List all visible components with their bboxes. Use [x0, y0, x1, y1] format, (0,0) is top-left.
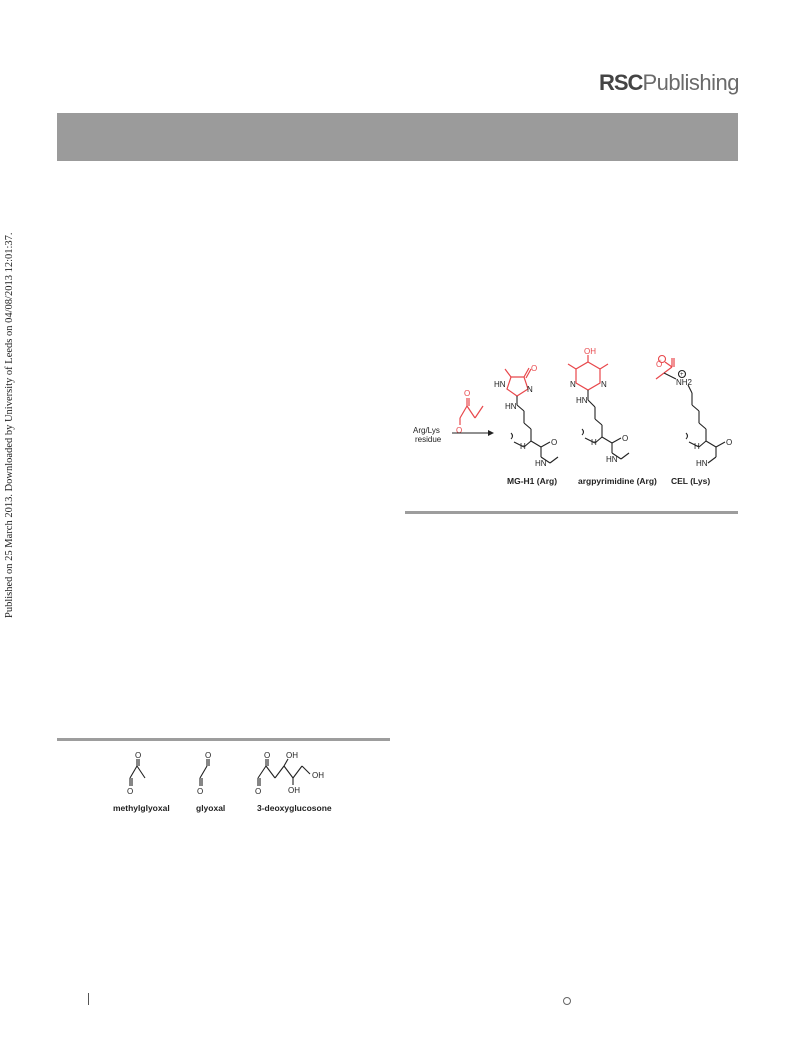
- argpyrimidine-hn2: HN: [606, 455, 618, 464]
- mg-h1-hn-label: HN: [494, 380, 506, 389]
- header-banner: [57, 113, 738, 161]
- reagent-label-line2: residue: [415, 435, 442, 444]
- reagent-label-line1: Arg/Lys: [413, 426, 440, 435]
- mg-h1-hn2-label: HN: [505, 402, 517, 411]
- argpyrimidine-n2: N: [601, 380, 607, 389]
- logo-rsc: RSC: [599, 70, 643, 95]
- deoxyglucosone-structure: [257, 758, 311, 786]
- dicarbonyls-figure: O O methylglyoxal O O glyoxal: [110, 750, 340, 820]
- mg-h1-name: MG-H1 (Arg): [507, 476, 557, 486]
- logo-publishing: Publishing: [642, 70, 739, 95]
- glyoxal-o2: O: [197, 787, 203, 796]
- publisher-logo: RSCPublishing: [599, 70, 739, 96]
- glyoxal-o1: O: [205, 751, 211, 760]
- reaction-arrow-head: [488, 430, 494, 436]
- figure-rule-right: [405, 511, 738, 514]
- deoxyglucosone-o1: O: [264, 751, 270, 760]
- published-note: Published on 25 March 2013. Downloaded b…: [4, 232, 15, 618]
- argpyrimidine-nh: H: [591, 438, 597, 447]
- glyoxal-name: glyoxal: [196, 803, 225, 813]
- cel-plus: +: [680, 372, 684, 378]
- cel-oxygen: O: [656, 360, 662, 369]
- argpyrimidine-name: argpyrimidine (Arg): [578, 476, 657, 486]
- argpyrimidine-carbonyl-o: O: [622, 434, 628, 443]
- deoxyglucosone-name: 3-deoxyglucosone: [257, 803, 332, 813]
- methylglyoxal-reagent: [459, 398, 484, 425]
- mg-h1-n-label: N: [527, 385, 533, 394]
- argpyrimidine-n1: N: [570, 380, 576, 389]
- argpyrimidine-oh: OH: [584, 347, 596, 356]
- mg-h1-structure: O HN N HN H O HN: [494, 364, 559, 468]
- deoxyglucosone-oh2: OH: [288, 786, 300, 795]
- cel-structure: − + O NH2 H O HN: [655, 354, 732, 468]
- methylglyoxal-structure: [129, 759, 146, 786]
- figure-rule-left: [57, 738, 390, 741]
- ages-figure: O O Arg/Lys residue: [410, 345, 740, 490]
- cel-hn: HN: [696, 459, 708, 468]
- methylglyoxal-o1: O: [135, 751, 141, 760]
- cel-oxygen-minus: −: [658, 358, 662, 364]
- methylglyoxal-o2: O: [127, 787, 133, 796]
- mg-h1-nh-label: H: [520, 442, 526, 451]
- mg-h1-carbonyl-o: O: [551, 438, 557, 447]
- cel-carbonyl-o: O: [726, 438, 732, 447]
- reagent-oxygen-1: O: [464, 389, 470, 398]
- argpyrimidine-structure: OH N N HN H O HN: [567, 347, 630, 464]
- mg-h1-oxygen: O: [531, 364, 537, 373]
- dicarbonyls-scheme: O O methylglyoxal O O glyoxal: [113, 751, 332, 813]
- footer-separator: [88, 993, 89, 1005]
- cel-name: CEL (Lys): [671, 476, 710, 486]
- reagent-oxygen-2: O: [456, 426, 462, 435]
- deoxyglucosone-oh3: OH: [312, 771, 324, 780]
- deoxyglucosone-o2: O: [255, 787, 261, 796]
- glyoxal-structure: [199, 759, 210, 786]
- mg-h1-hn3-label: HN: [535, 459, 547, 468]
- cel-nh2: NH2: [676, 378, 693, 387]
- argpyrimidine-hn: HN: [576, 396, 588, 405]
- ages-scheme: O O Arg/Lys residue: [413, 347, 732, 486]
- deoxyglucosone-oh1: OH: [286, 751, 298, 760]
- cel-nh: H: [694, 442, 700, 451]
- methylglyoxal-name: methylglyoxal: [113, 803, 170, 813]
- footer-circle-mark: [563, 997, 571, 1005]
